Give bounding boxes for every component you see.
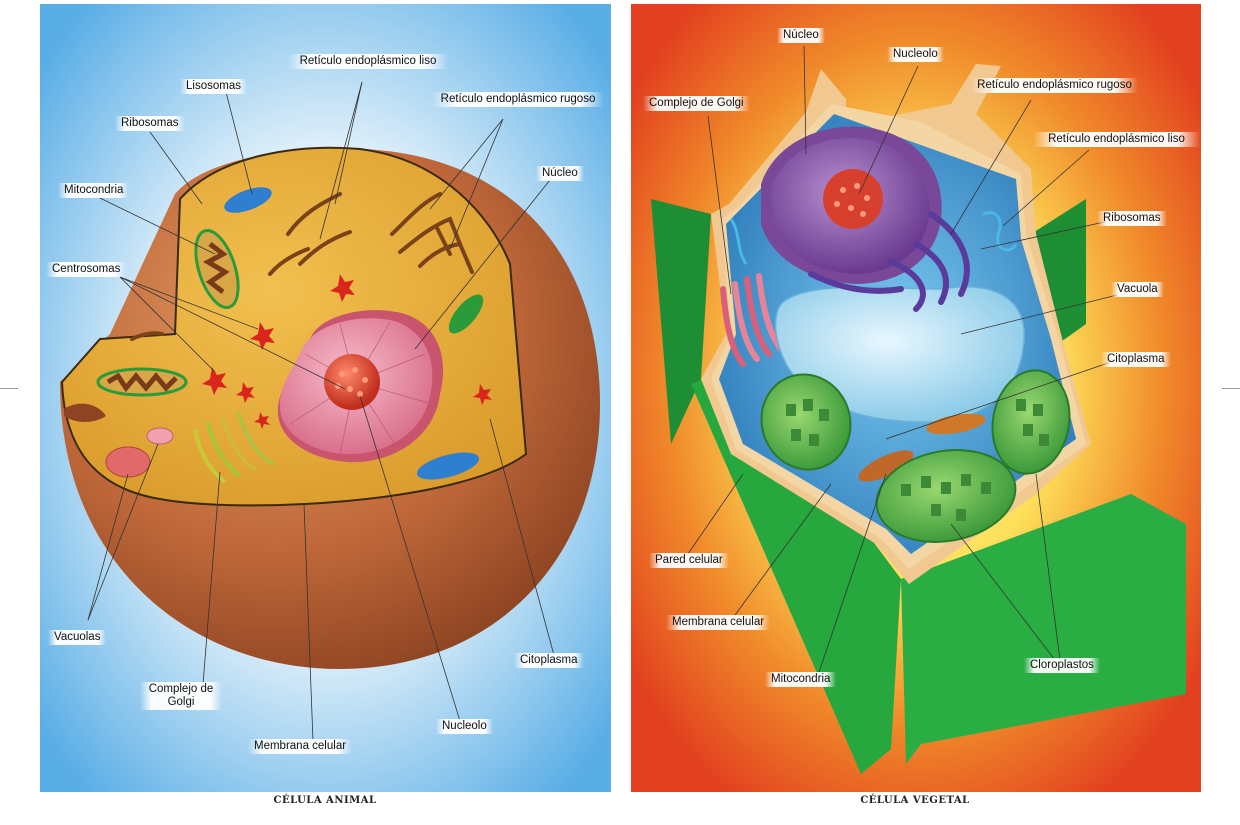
label-ribosomas: Ribosomas (1097, 211, 1167, 226)
plant-caption: CÉLULA VEGETAL (860, 795, 970, 806)
label-membrana: Membrana celular (666, 615, 771, 630)
label-pared: Pared celular (649, 553, 729, 568)
label-nucleo: Núcleo (777, 28, 825, 43)
animal-caption: CÉLULA ANIMAL (273, 795, 377, 806)
label-nucleolo: Nucleolo (887, 47, 944, 62)
plant-cell-panel: Núcleo Nucleolo Retículo endoplásmico ru… (631, 4, 1201, 792)
left-crop-mark (0, 388, 18, 389)
label-nucleo: Núcleo (536, 166, 584, 181)
label-vacuola: Vacuola (1111, 282, 1164, 297)
label-mitocondria: Mitocondria (765, 672, 837, 687)
label-lisosomas: Lisosomas (180, 79, 247, 94)
animal-nucleolus (324, 354, 380, 410)
label-ser-liso: Retículo endoplásmico liso (1033, 132, 1200, 147)
label-mitocondria: Mitocondria (58, 183, 130, 198)
animal-cell-illustration (40, 4, 611, 792)
label-golgi: Complejo de Golgi (643, 96, 750, 111)
label-golgi: Complejo de Golgi (140, 682, 222, 710)
animal-endoplasmic-reticulum (130, 192, 474, 341)
animal-cell-panel: Retículo endoplásmico liso Lisosomas Ret… (40, 4, 611, 792)
plant-rough-er (808, 211, 970, 312)
label-ser-liso: Retículo endoplásmico liso (288, 54, 448, 69)
label-membrana: Membrana celular (248, 739, 353, 754)
plant-mitochondria (858, 413, 986, 482)
plant-cell-illustration (631, 4, 1201, 792)
label-cloroplastos: Cloroplastos (1024, 658, 1100, 673)
label-rer: Retículo endoplásmico rugoso (971, 78, 1138, 93)
plant-leader-lines (680, 45, 1130, 685)
plant-thylakoids (786, 399, 1049, 521)
animal-golgi (193, 411, 275, 484)
label-citoplasma: Citoplasma (514, 653, 584, 668)
animal-lysosomes (224, 187, 484, 480)
animal-centrosomes (202, 274, 492, 429)
plant-smooth-er (729, 211, 1018, 265)
animal-leader-lines (87, 81, 556, 742)
label-vacuolas: Vacuolas (48, 630, 107, 645)
plant-nucleolus (823, 169, 883, 229)
label-centrosomas: Centrosomas (46, 262, 127, 277)
animal-nucleus (277, 310, 444, 463)
label-nucleolo: Nucleolo (436, 719, 493, 734)
plant-nucleus (761, 126, 942, 285)
label-rer: Retículo endoplásmico rugoso (432, 92, 604, 107)
right-crop-mark (1222, 388, 1240, 389)
label-citoplasma: Citoplasma (1101, 352, 1171, 367)
label-ribosomas: Ribosomas (115, 116, 185, 131)
animal-vacuoles (105, 427, 174, 478)
